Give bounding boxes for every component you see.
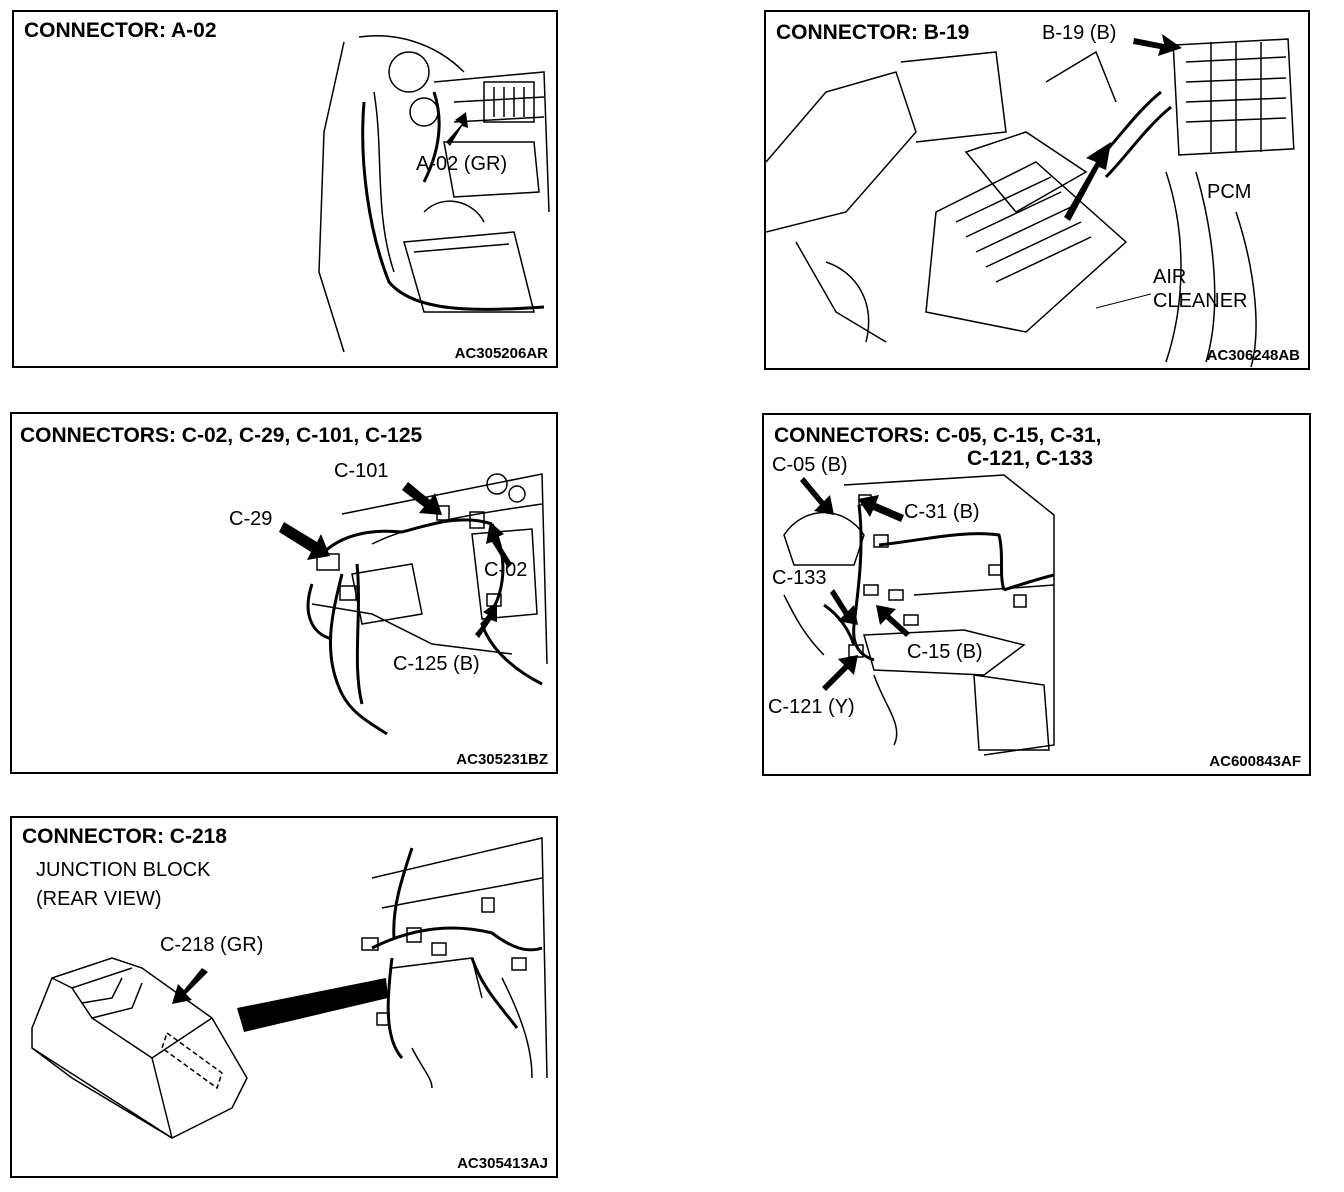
junction-block-illustration — [31, 837, 548, 1139]
panel-connector-a02: CONNECTOR: A-02 A-02 (GR) AC305206AR — [12, 10, 558, 368]
label-c31: C-31 (B) — [904, 501, 980, 523]
label-pcm: PCM — [1207, 181, 1252, 203]
label-cleaner: CLEANER — [1153, 290, 1248, 312]
panel-title: CONNECTOR: B-19 — [776, 21, 970, 44]
label-c133: C-133 — [772, 567, 827, 589]
figure-code: AC600843AF — [1209, 753, 1301, 770]
label-b19: B-19 (B) — [1042, 22, 1117, 44]
label-c15: C-15 (B) — [907, 641, 983, 663]
instrument-panel-harness-illustration — [279, 473, 548, 736]
panel-connectors-c05-c15-c31-c121-c133: CONNECTORS: C-05, C-15, C-31, C-121, C-1… — [762, 413, 1311, 776]
air-cleaner-pcm-illustration — [766, 34, 1295, 368]
label-c05: C-05 (B) — [772, 454, 848, 476]
panel-connector-c218: CONNECTOR: C-218 JUNCTION BLOCK (REAR VI… — [10, 816, 558, 1178]
label-c101: C-101 — [334, 460, 389, 482]
panel-title-line2: C-121, C-133 — [967, 447, 1094, 470]
figure-code: AC305206AR — [454, 345, 548, 362]
label-c02: C-02 — [484, 559, 528, 581]
panel-title: CONNECTORS: C-02, C-29, C-101, C-125 — [20, 424, 423, 447]
figure-code: AC306248AB — [1206, 347, 1300, 364]
panel-connectors-c02-c29-c101-c125: CONNECTORS: C-02, C-29, C-101, C-125 C-1… — [10, 412, 558, 774]
figure-code: AC305413AJ — [457, 1155, 548, 1172]
label-junction-block: JUNCTION BLOCK — [36, 859, 211, 881]
panel-title: CONNECTOR: C-218 — [22, 825, 227, 848]
label-c121: C-121 (Y) — [768, 696, 855, 718]
panel-title: CONNECTORS: C-05, C-15, C-31, — [774, 424, 1102, 447]
panel-title: CONNECTOR: A-02 — [24, 19, 217, 42]
label-c29: C-29 — [229, 508, 273, 530]
label-c125: C-125 (B) — [393, 653, 480, 675]
label-a02: A-02 (GR) — [416, 153, 508, 175]
label-rear-view: (REAR VIEW) — [36, 888, 162, 910]
label-air: AIR — [1153, 266, 1187, 288]
panel-connector-b19: CONNECTOR: B-19 B-19 (B) PCM AIR CLEANER… — [764, 10, 1310, 370]
label-c218: C-218 (GR) — [160, 934, 264, 956]
figure-code: AC305231BZ — [456, 751, 548, 768]
junction-area-harness-illustration — [783, 474, 1055, 756]
engine-bay-illustration — [318, 35, 550, 353]
